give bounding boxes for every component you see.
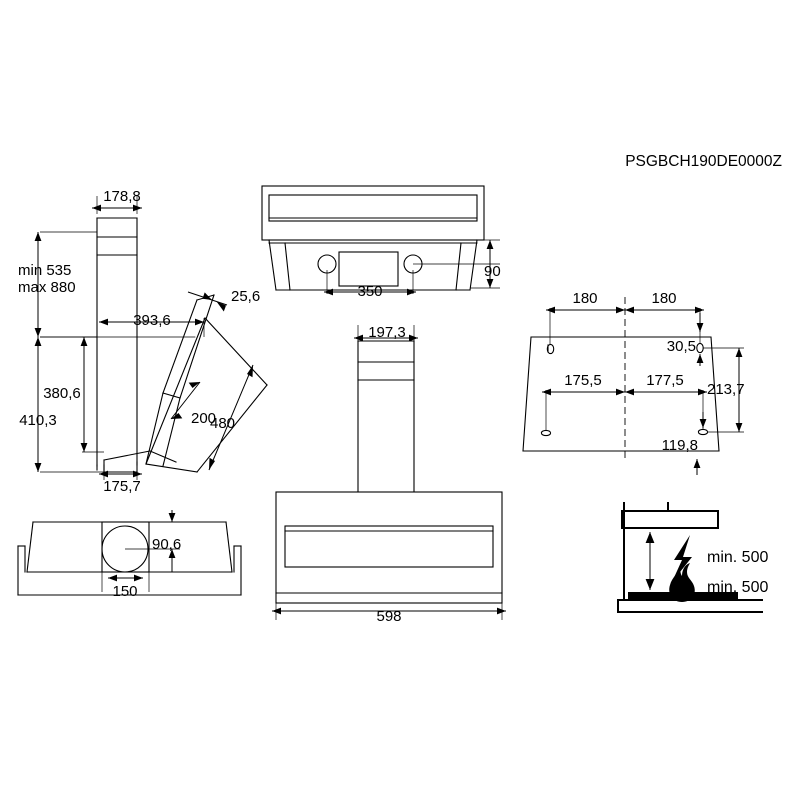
- hole-bottom-left: [540, 429, 552, 437]
- clearance-hood-body: [621, 510, 719, 529]
- dimension-template-top: 180 180: [546, 290, 704, 344]
- dimension-bottom-hole-rise: 119,8: [662, 412, 707, 475]
- dim-180-right-label: 180: [651, 290, 676, 307]
- dimension-front-face-length: 480: [208, 364, 254, 471]
- duct-outlet-view: 150 90,6: [17, 510, 242, 600]
- dim-380-6-label: 380,6: [43, 385, 81, 402]
- wall-mounting-template: 180 180 30,5 175,5 177,5: [522, 290, 745, 475]
- dimension-chimney-depth: 178,8: [92, 188, 142, 214]
- dim-25-6-label: 25,6: [231, 288, 260, 305]
- dimension-outlet-offset: 90,6: [149, 510, 185, 572]
- dimension-top-hole-drop: 30,5: [667, 313, 704, 366]
- dimension-body-height-total: 410,3: [19, 336, 104, 473]
- dimension-body-width: 598: [272, 603, 506, 625]
- dim-30-5-label: 30,5: [667, 338, 696, 355]
- dimension-panel-width: 200: [170, 381, 216, 427]
- clearance-gas-label: min. 500: [707, 579, 768, 596]
- lightning-bolt-icon: [672, 535, 692, 582]
- dim-177-5-label: 177,5: [646, 372, 684, 389]
- dim-175-7-label: 175,7: [103, 478, 141, 495]
- dim-max-880-label: max 880: [18, 279, 76, 296]
- dim-119-8-label: 119,8: [662, 437, 698, 454]
- dim-350-label: 350: [357, 283, 382, 300]
- dimension-mount-offset: 90: [422, 239, 501, 289]
- dimension-template-bottom: 175,5 177,5: [542, 372, 707, 430]
- keyhole-top-left: [546, 343, 555, 355]
- dim-150-label: 150: [112, 583, 137, 600]
- dim-480-label: 480: [210, 415, 235, 432]
- dim-213-7-label: 213,7: [707, 381, 745, 398]
- dim-200-label: 200: [191, 410, 216, 427]
- dim-197-3-label: 197,3: [368, 324, 406, 341]
- dim-393-6-label: 393,6: [133, 312, 171, 329]
- dim-90-6-label: 90,6: [152, 536, 181, 553]
- dim-410-3-label: 410,3: [19, 412, 57, 429]
- dimension-body-height-upper: 380,6: [43, 336, 104, 453]
- minimum-clearance-diagram: min. 500 min. 500: [617, 502, 768, 613]
- dimension-glass-thickness: 25,6: [187, 288, 260, 312]
- dim-178-8-label: 178,8: [103, 188, 141, 205]
- top-plan-view: 350 90: [261, 185, 501, 300]
- dim-598-label: 598: [376, 608, 401, 625]
- dimension-base-depth: 175,7: [99, 470, 142, 495]
- dimension-chimney-width: 197,3: [354, 324, 418, 342]
- dim-90-label: 90: [484, 263, 501, 280]
- dimension-body-depth: 393,6: [99, 312, 205, 337]
- flame-icon: [669, 563, 695, 602]
- dim-180-left-label: 180: [572, 290, 597, 307]
- dim-175-5-label: 175,5: [564, 372, 602, 389]
- dimension-mount-spacing: 350: [324, 270, 416, 300]
- dim-min-535-label: min 535: [18, 262, 71, 279]
- side-section-view: 178,8 min 535 max 880 393,6: [18, 188, 268, 495]
- dimension-hole-vertical-spacing: 213,7: [703, 347, 745, 433]
- dimension-chimney-height-range: min 535 max 880: [18, 231, 97, 338]
- drawing-code-label: PSGBCH190DE0000Z: [625, 153, 782, 170]
- dimension-outlet-width: 150: [101, 572, 150, 600]
- clearance-electric-label: min. 500: [707, 549, 768, 566]
- front-elevation-view: 197,3 598: [272, 324, 506, 625]
